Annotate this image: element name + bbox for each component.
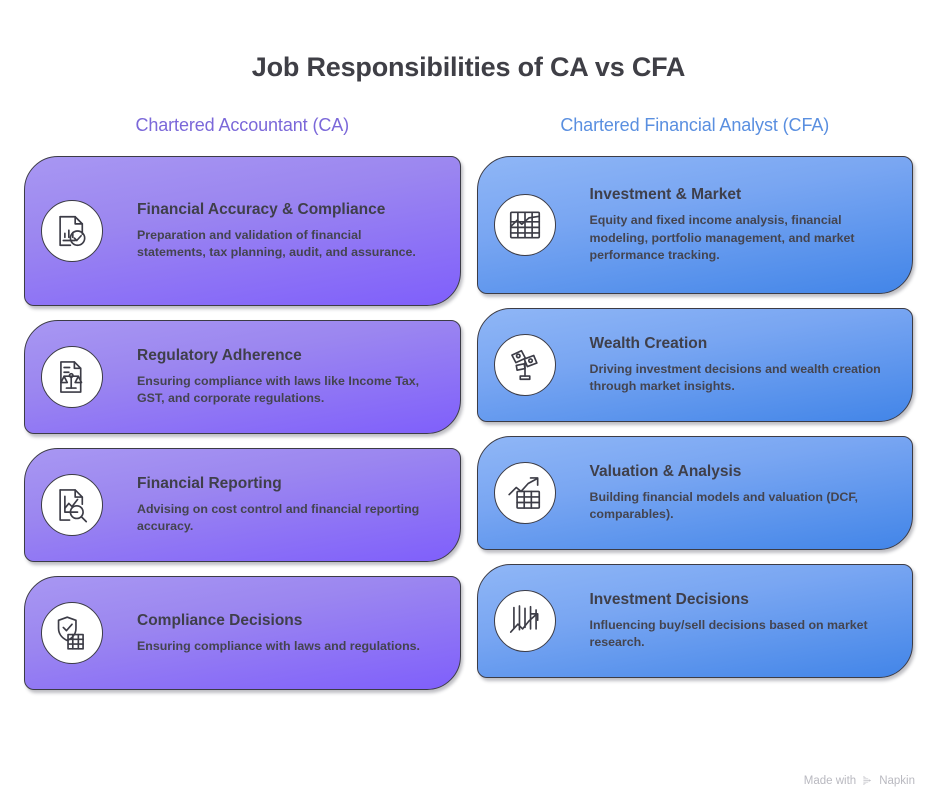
card-description: Preparation and validation of financial … [137,227,416,260]
document-chart-magnifier-icon [41,474,103,536]
card-investment-decisions[interactable]: Investment Decisions Influencing buy/sel… [476,564,913,678]
column-header-ca: Chartered Accountant (CA) [135,115,350,135]
card-compliance-decisions[interactable]: Compliance Decisions Ensuring compliance… [24,576,461,690]
card-financial-reporting[interactable]: Financial Reporting Advising on cost con… [24,448,461,562]
card-title: Financial Reporting [137,474,282,492]
page-title: Job Responsibilities of CA vs CFA [251,52,686,82]
card-financial-accuracy-compliance[interactable]: Financial Accuracy & Compliance Preparat… [24,156,461,306]
card-wealth-creation[interactable]: Wealth Creation Driving investment decis… [476,308,913,422]
card-list-cfa: Investment & Market Equity and fixed inc… [476,156,913,678]
card-description: Equity and fixed income analysis, financ… [589,213,855,263]
napkin-attribution: Made with Napkin [804,774,915,787]
card-description: Building financial models and valuation … [589,489,859,522]
card-description: Advising on cost control and financial r… [137,501,420,534]
document-scales-icon [41,346,103,408]
money-tree-icon [493,334,556,396]
napkin-brand-label: Napkin [879,774,915,787]
card-title: Compliance Decisions [137,611,303,629]
grid-area-chart-icon [493,194,556,256]
card-title: Wealth Creation [589,334,708,352]
card-investment-market[interactable]: Investment & Market Equity and fixed inc… [476,156,913,294]
card-list-ca: Financial Accuracy & Compliance Preparat… [24,156,461,690]
column-ca: Chartered Accountant (CA) Financial Accu… [24,115,461,690]
column-header-cfa: Chartered Financial Analyst (CFA) [560,115,830,135]
card-title: Financial Accuracy & Compliance [137,200,386,218]
trend-up-table-icon [493,462,556,524]
card-description: Ensuring compliance with laws and regula… [137,638,420,653]
card-description: Influencing buy/sell decisions based on … [589,617,868,650]
candlestick-arrow-icon [493,590,556,652]
card-title: Valuation & Analysis [589,462,742,480]
card-description: Ensuring compliance with laws like Incom… [137,373,420,406]
document-chart-check-icon [41,200,103,262]
comparison-columns: Chartered Accountant (CA) Financial Accu… [0,115,937,690]
made-with-label: Made with [803,774,857,787]
card-regulatory-adherence[interactable]: Regulatory Adherence Ensuring compliance… [24,320,461,434]
card-title: Investment Decisions [589,590,749,608]
card-description: Driving investment decisions and wealth … [589,361,881,394]
shield-check-building-icon [41,602,103,664]
card-valuation-analysis[interactable]: Valuation & Analysis Building financial … [476,436,913,550]
card-title: Investment & Market [589,186,742,204]
napkin-logo-icon [863,776,872,785]
card-title: Regulatory Adherence [137,346,302,364]
column-cfa: Chartered Financial Analyst (CFA) Invest… [476,115,913,690]
